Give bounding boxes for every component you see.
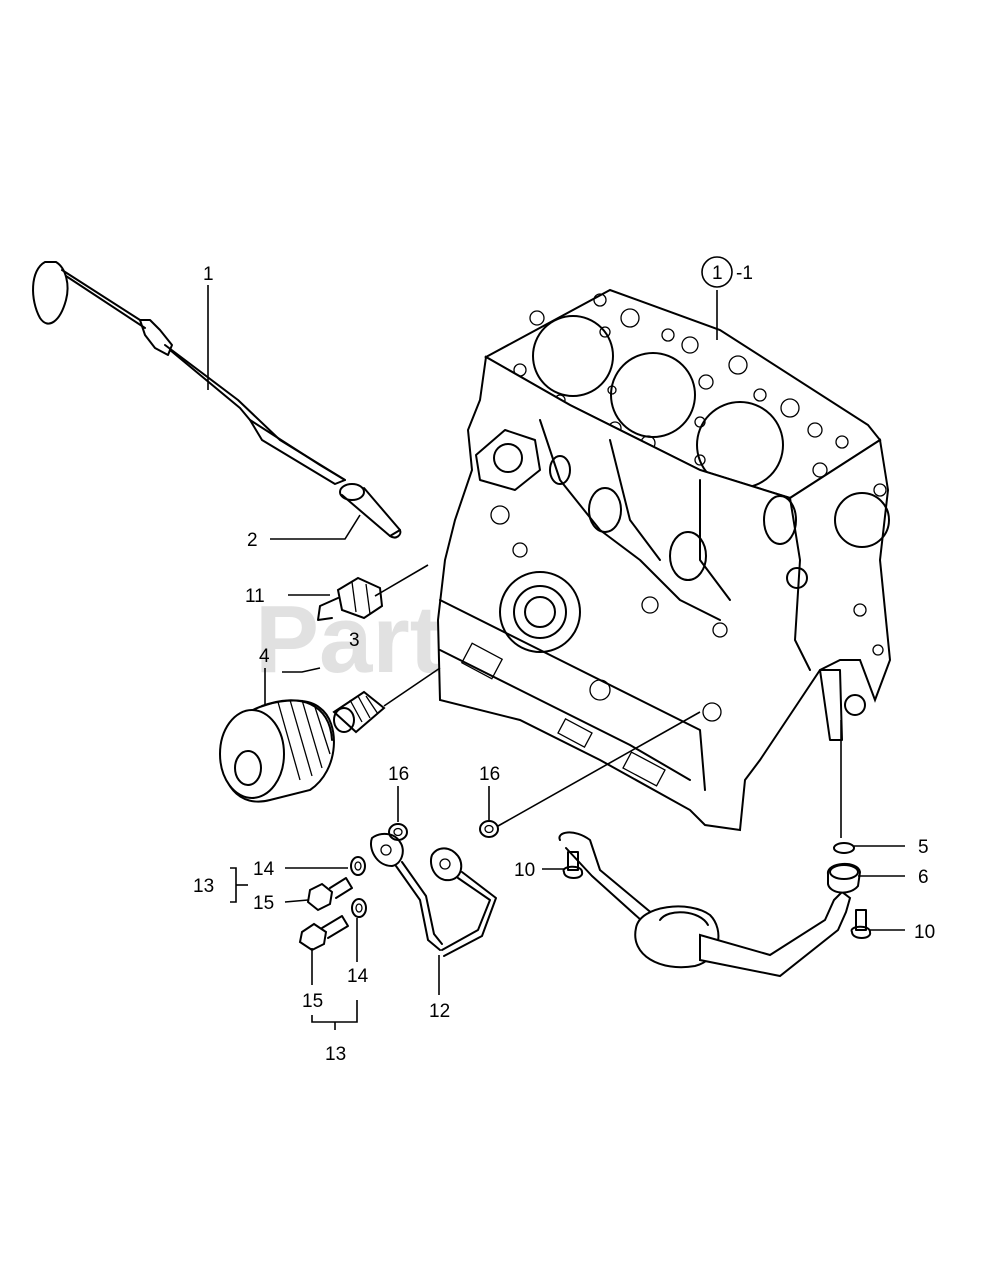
oil-pipe[interactable] xyxy=(370,832,497,957)
callout-13-left: 13 xyxy=(193,876,214,897)
callout-6: 6 xyxy=(918,867,929,888)
callout-block-circled-number: 1 xyxy=(712,263,723,284)
callout-15-lower: 15 xyxy=(302,991,323,1012)
dipstick[interactable] xyxy=(32,261,346,485)
callout-10-left: 10 xyxy=(514,860,535,881)
bolt-10-left[interactable] xyxy=(562,851,584,879)
bolt-15-upper[interactable] xyxy=(306,877,353,912)
gasket-16-left[interactable] xyxy=(388,823,408,841)
callout-10-right: 10 xyxy=(914,922,935,943)
dipstick-guide[interactable] xyxy=(339,483,402,539)
washer-14-lower[interactable] xyxy=(351,898,367,918)
callout-16-left: 16 xyxy=(388,764,409,785)
o-ring[interactable] xyxy=(833,842,855,854)
filter-stud[interactable] xyxy=(332,690,386,734)
callout-11: 11 xyxy=(245,586,265,607)
callout-12: 12 xyxy=(429,1001,450,1022)
callout-2: 2 xyxy=(247,530,258,551)
oil-strainer[interactable] xyxy=(558,831,862,978)
cylinder-block[interactable] xyxy=(436,288,892,832)
callout-1: 1 xyxy=(203,264,214,285)
bolt-15-lower[interactable] xyxy=(298,915,349,952)
callout-5: 5 xyxy=(918,837,929,858)
gasket-16-right[interactable] xyxy=(479,820,499,838)
callout-15-upper: 15 xyxy=(253,893,274,914)
callout-14-upper: 14 xyxy=(253,859,275,880)
callout-16-right: 16 xyxy=(479,764,500,785)
callout-block-circle xyxy=(701,256,733,288)
oil-pressure-switch[interactable] xyxy=(317,576,384,621)
callout-13-bottom: 13 xyxy=(325,1044,346,1065)
oil-filter[interactable] xyxy=(219,699,335,803)
leader-lines xyxy=(207,285,905,1030)
bolt-10-right[interactable] xyxy=(850,909,872,939)
callout-14-lower: 14 xyxy=(347,966,369,987)
callout-block-suffix: -1 xyxy=(736,263,753,284)
washer-14-upper[interactable] xyxy=(350,856,366,876)
callout-3: 3 xyxy=(349,630,360,651)
callout-4: 4 xyxy=(259,646,270,667)
